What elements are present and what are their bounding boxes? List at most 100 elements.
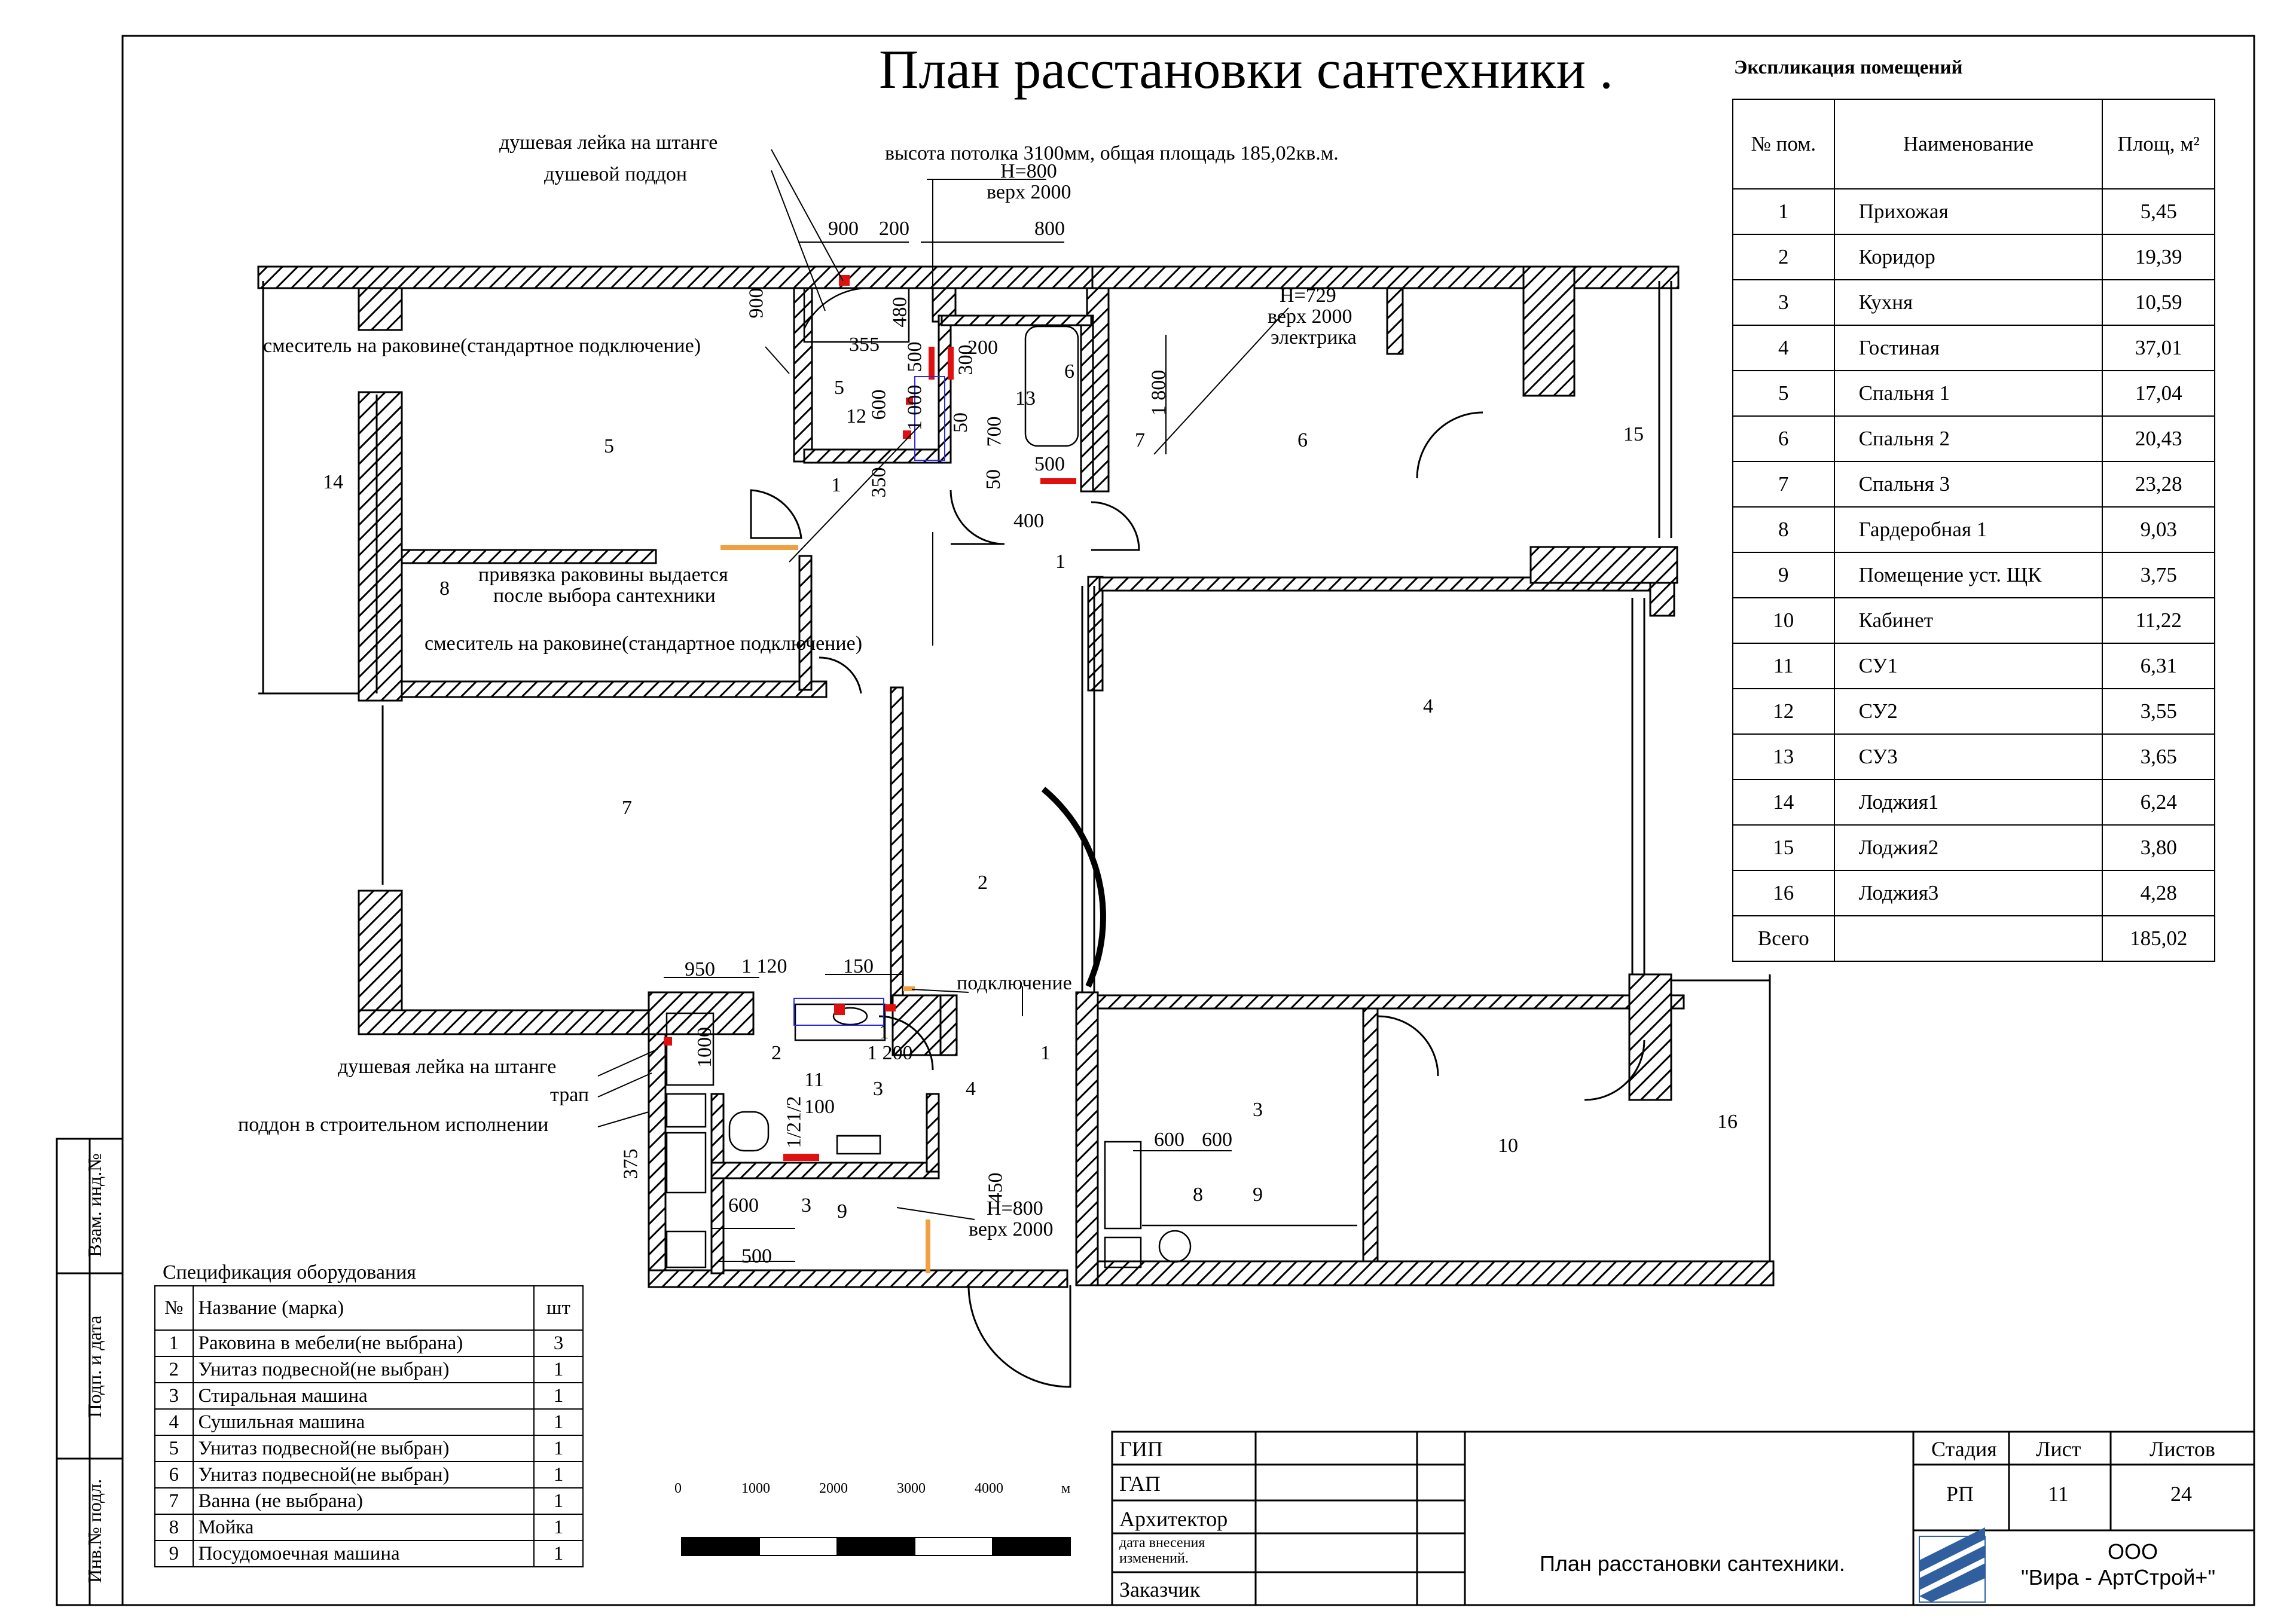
fixture-number: 9 [1253, 1184, 1263, 1206]
explication-cell-name: Кухня [1833, 279, 2103, 326]
explication-cell-area: 11,22 [2102, 597, 2215, 644]
tb-drawing-name: План расстановки сантехники. [1540, 1551, 1845, 1576]
spec-cell-no: 2 [154, 1356, 194, 1383]
room-number: 8 [439, 577, 450, 600]
note-electric: электрика [1271, 326, 1357, 349]
spec-cell-no: 7 [154, 1487, 194, 1515]
dim-label: 500 [1034, 453, 1065, 475]
wall-top-left [257, 265, 1094, 289]
explication-cell-name: Гостиная [1833, 325, 2103, 371]
note-h800-top: H=800 [1000, 160, 1057, 182]
fixture-number: 2 [771, 1042, 781, 1064]
explication-cell-area: 4,28 [2102, 870, 2215, 916]
explication-cell-no: 5 [1732, 370, 1835, 417]
note-drain: трап [550, 1084, 590, 1106]
explication-total-value: 185,02 [2102, 915, 2215, 962]
explication-cell-no: 2 [1732, 234, 1835, 280]
room-number: 5 [604, 435, 614, 457]
explication-cell-no: 1 [1732, 188, 1835, 235]
spec-header-no: № [154, 1285, 194, 1331]
explication-header-name: Наименование [1833, 99, 2103, 189]
room-number: 2 [978, 872, 988, 894]
tb-stage-label: Стадия [1931, 1437, 1997, 1461]
spec-cell-name: Унитаз подвесной(не выбран) [192, 1435, 535, 1462]
explication-cell-no: 4 [1732, 325, 1835, 371]
explication-cell-name: СУ3 [1833, 733, 2103, 780]
room-number: 1 [1040, 1042, 1051, 1064]
tb-sheets-value: 24 [2170, 1482, 2192, 1506]
dim-label: 375 [619, 1148, 642, 1179]
note-sink-bind-1: привязка раковины выдается [478, 564, 728, 586]
spec-header-qty: шт [533, 1285, 584, 1331]
tb-sheets-label: Листов [2150, 1437, 2215, 1461]
explication-cell-name: Лоджия2 [1833, 824, 2103, 871]
note-connection: подключение [957, 972, 1072, 994]
spec-cell-qty: 1 [533, 1408, 584, 1436]
subtitle-ceiling: высота потолка 3100мм, общая площадь 185… [885, 142, 1339, 164]
note-shower-head-bottom: душевая лейка на штанге [338, 1056, 557, 1078]
orange-marks [720, 545, 930, 1273]
dim-label: 1 000 [903, 384, 926, 431]
spec-cell-name: Раковина в мебели(не выбрана) [192, 1329, 535, 1357]
dim-label: 1 200 [867, 1042, 913, 1064]
tb-company-line2: "Вира - АртСтрой+" [2021, 1565, 2216, 1590]
explication-total-empty [1833, 915, 2103, 962]
fixture-number: 1 [1055, 551, 1065, 573]
side-stamp-frame [56, 1138, 124, 1606]
explication-cell-no: 8 [1732, 506, 1835, 553]
explication-cell-no: 13 [1732, 733, 1835, 780]
explication-cell-name: СУ2 [1833, 688, 2103, 735]
explication-cell-name: Гардеробная 1 [1833, 506, 2103, 553]
explication-cell-no: 11 [1732, 643, 1835, 689]
spec-cell-qty: 3 [533, 1329, 584, 1357]
note-top2000-bottom: верх 2000 [969, 1218, 1054, 1240]
spec-cell-qty: 1 [533, 1435, 584, 1462]
company-logo [1919, 1527, 1986, 1603]
dim-label: 480 [889, 297, 911, 328]
tb-sheet-label: Лист [2036, 1437, 2081, 1461]
spec-cell-qty: 1 [533, 1382, 584, 1410]
explication-cell-name: Помещение уст. ЩК [1833, 552, 2103, 598]
dim-label: 700 [983, 416, 1006, 447]
explication-cell-name: Коридор [1833, 234, 2103, 280]
explication-cell-name: Лоджия1 [1833, 779, 2103, 826]
dim-label: 800 [1034, 218, 1065, 240]
dim-label: 355 [849, 334, 880, 356]
explication-cell-no: 12 [1732, 688, 1835, 735]
dim-label: 400 [1013, 510, 1044, 532]
scale-tick: 1000 [741, 1481, 770, 1496]
dim-label: 1/21/2 [783, 1096, 805, 1148]
note-mixer-1: смеситель на раковине(стандартное подклю… [263, 335, 701, 357]
explication-cell-area: 23,28 [2102, 461, 2215, 508]
room-number: 10 [1498, 1135, 1518, 1157]
scale-bar [681, 1537, 1071, 1556]
explication-cell-area: 37,01 [2102, 325, 2215, 371]
explication-total-label: Всего [1732, 915, 1835, 962]
explication-cell-area: 10,59 [2102, 279, 2215, 326]
explication-cell-area: 5,45 [2102, 188, 2215, 235]
explication-cell-no: 16 [1732, 870, 1835, 916]
explication-cell-name: Спальня 2 [1833, 415, 2103, 462]
dim-label: 500 [903, 341, 926, 372]
explication-title: Экспликация помещений [1734, 57, 1963, 78]
scale-tick: 4000 [975, 1481, 1003, 1496]
walls [257, 265, 1775, 1288]
dim-label: 600 [728, 1194, 759, 1217]
side-stamp-inv: Инв.№ подл. [84, 1478, 105, 1584]
note-shower-head-top: душевая лейка на штанге [499, 132, 718, 154]
dim-label: 50 [982, 469, 1004, 490]
explication-cell-no: 14 [1732, 779, 1835, 826]
room-number: 7 [622, 797, 632, 819]
loggia-lines [258, 281, 1771, 1388]
note-top2000-el: верх 2000 [1268, 305, 1352, 328]
explication-cell-area: 6,24 [2102, 779, 2215, 826]
explication-cell-area: 20,43 [2102, 415, 2215, 462]
